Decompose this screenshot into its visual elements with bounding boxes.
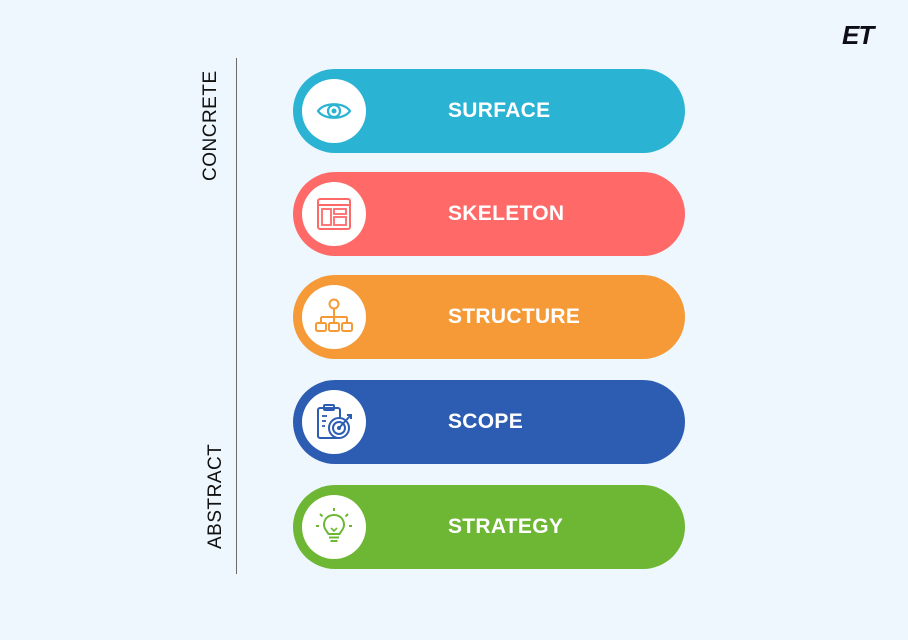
layer-strategy-label: STRATEGY (448, 515, 564, 538)
layer-strategy: STRATEGY (293, 485, 685, 569)
layer-skeleton: SKELETON (293, 172, 685, 256)
clipboard-target-icon (317, 404, 352, 439)
axis-divider (236, 58, 237, 574)
layer-structure-icon-badge (302, 285, 366, 349)
brand-logo: ET (842, 20, 874, 50)
axis-label-abstract: ABSTRACT (205, 443, 226, 549)
hierarchy-icon (315, 298, 353, 332)
layer-surface: SURFACE (293, 69, 685, 153)
layer-strategy-icon-badge (302, 495, 366, 559)
layer-skeleton-icon-badge (302, 182, 366, 246)
layer-structure: STRUCTURE (293, 275, 685, 359)
layer-scope-icon-badge (302, 390, 366, 454)
wireframe-layout-icon (317, 198, 351, 230)
layer-scope-label: SCOPE (448, 410, 524, 433)
layer-scope: SCOPE (293, 380, 685, 464)
layer-structure-label: STRUCTURE (448, 305, 581, 328)
layer-surface-icon-badge (302, 79, 366, 143)
layer-skeleton-label: SKELETON (448, 202, 565, 225)
lightbulb-icon (316, 508, 352, 542)
axis-label-concrete: CONCRETE (200, 70, 221, 181)
layer-surface-label: SURFACE (448, 99, 551, 122)
eye-icon (316, 103, 352, 119)
